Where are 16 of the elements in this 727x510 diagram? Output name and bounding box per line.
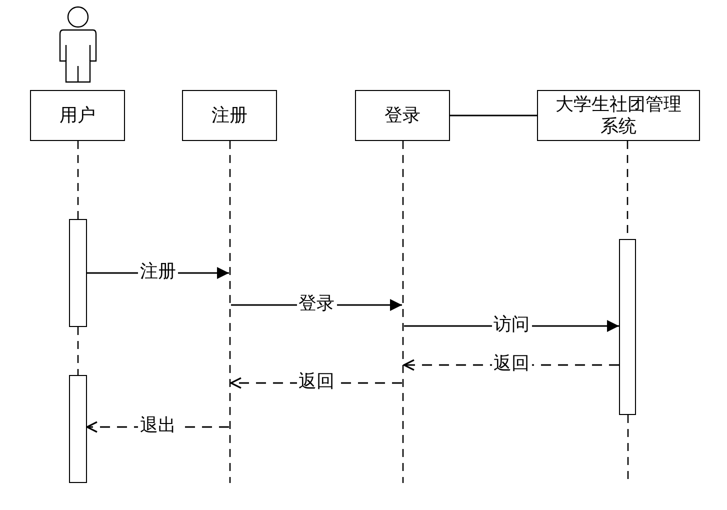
- activation-bar: [69, 375, 87, 483]
- object-name: 用户: [60, 104, 96, 126]
- activation-bar: [69, 219, 87, 327]
- lifeline: [77, 141, 79, 219]
- object-name: 注册: [212, 104, 248, 126]
- activation-bar: [619, 239, 636, 415]
- object-box: [355, 90, 450, 141]
- connector-line: [450, 114, 537, 116]
- object-box: [182, 90, 277, 141]
- object-name: 大学生社团管理系统: [554, 94, 682, 138]
- object-box: [537, 90, 700, 141]
- lifeline: [77, 327, 79, 375]
- object-name: 登录: [384, 104, 420, 126]
- lifeline: [402, 141, 404, 483]
- lifeline: [229, 141, 231, 483]
- object-box: [30, 90, 125, 141]
